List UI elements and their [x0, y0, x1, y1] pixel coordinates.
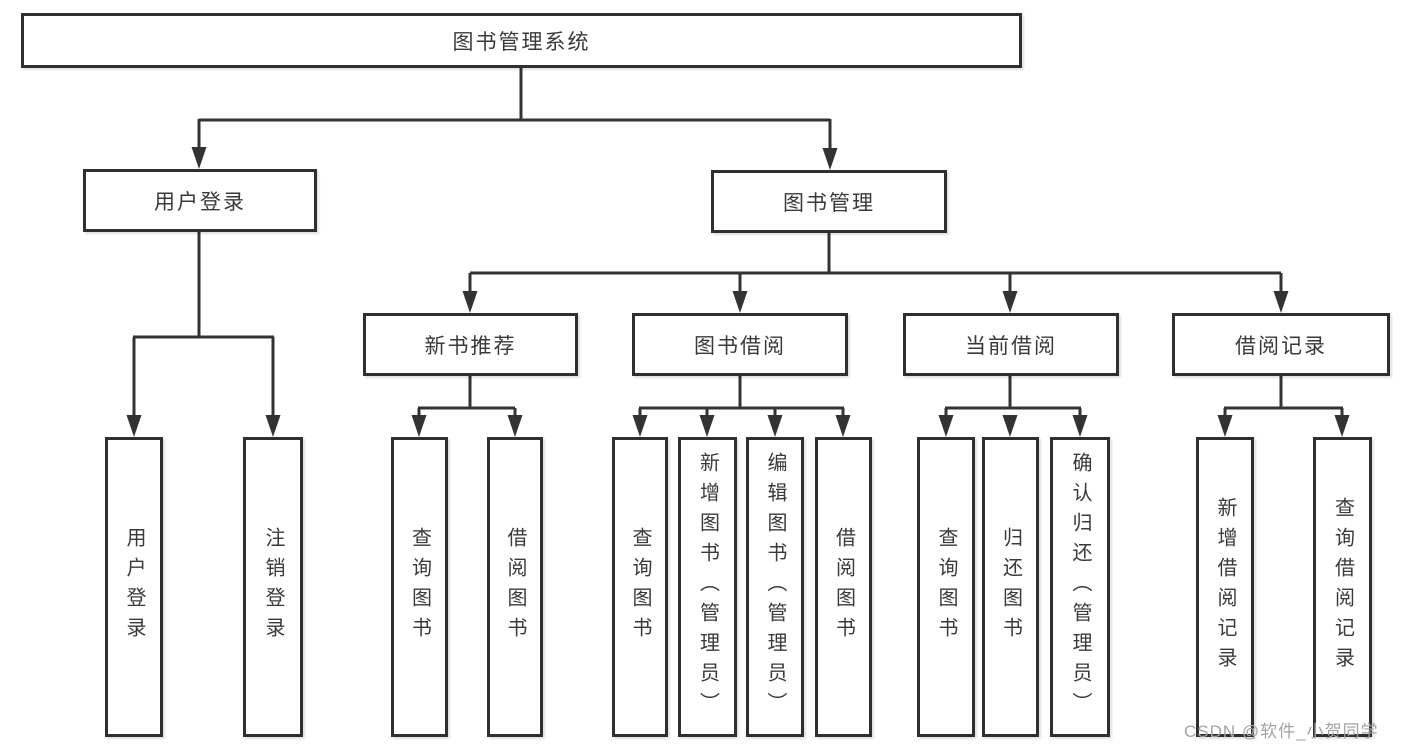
leaf-borrow-books: 借阅图书 — [815, 437, 872, 737]
leaf-return-books: 归还图书 — [982, 437, 1039, 737]
leaf-query-books-current: 查询图书 — [917, 437, 975, 737]
node-borrowing-records: 借阅记录 — [1172, 313, 1390, 376]
leaf-borrow-books-recommend-label: 借阅图书 — [504, 527, 526, 647]
node-user-login-branch-label: 用户登录 — [154, 190, 246, 214]
leaf-user-login: 用户登录 — [105, 437, 163, 737]
leaf-query-borrow-record-label: 查询借阅记录 — [1331, 497, 1354, 677]
leaf-add-borrow-record-label: 新增借阅记录 — [1214, 497, 1236, 677]
node-current-borrowing-label: 当前借阅 — [965, 334, 1057, 358]
leaf-add-borrow-record: 新增借阅记录 — [1196, 437, 1254, 737]
leaf-confirm-return-admin: 确认归还（管理员） — [1050, 437, 1110, 737]
node-new-book-recommend: 新书推荐 — [363, 313, 578, 376]
leaf-confirm-return-admin-label: 确认归还（管理员） — [1069, 452, 1091, 722]
leaf-add-books-admin-label: 新增图书（管理员） — [696, 452, 719, 722]
leaf-query-books-recommend-label: 查询图书 — [408, 527, 431, 647]
leaf-query-borrow-record: 查询借阅记录 — [1313, 437, 1372, 737]
leaf-borrow-books-recommend: 借阅图书 — [487, 437, 543, 737]
leaf-query-books-borrowing: 查询图书 — [612, 437, 668, 737]
node-book-management-branch-label: 图书管理 — [783, 191, 875, 215]
node-user-login-branch: 用户登录 — [83, 169, 317, 232]
node-book-borrowing-label: 图书借阅 — [694, 334, 786, 358]
leaf-edit-books-admin-label: 编辑图书（管理员） — [764, 452, 786, 722]
leaf-logout-label: 注销登录 — [262, 527, 284, 647]
leaf-edit-books-admin: 编辑图书（管理员） — [746, 437, 804, 737]
node-current-borrowing: 当前借阅 — [903, 313, 1119, 376]
node-borrowing-records-label: 借阅记录 — [1235, 334, 1327, 358]
leaf-return-books-label: 归还图书 — [999, 527, 1022, 647]
leaf-query-books-current-label: 查询图书 — [935, 527, 957, 647]
leaf-query-books-recommend: 查询图书 — [391, 437, 448, 737]
leaf-add-books-admin: 新增图书（管理员） — [678, 437, 737, 737]
leaf-user-login-label: 用户登录 — [123, 527, 145, 647]
node-book-borrowing: 图书借阅 — [632, 313, 848, 376]
leaf-borrow-books-label: 借阅图书 — [832, 527, 855, 647]
leaf-logout: 注销登录 — [243, 437, 303, 737]
csdn-watermark: CSDN @软件_小贺同学 — [1184, 722, 1379, 741]
node-root-label: 图书管理系统 — [452, 30, 591, 54]
node-root-system: 图书管理系统 — [21, 13, 1022, 68]
node-new-book-recommend-label: 新书推荐 — [424, 334, 517, 358]
arrowheads — [126, 147, 1350, 437]
node-book-management-branch: 图书管理 — [711, 170, 947, 233]
leaf-query-books-borrowing-label: 查询图书 — [629, 527, 651, 647]
